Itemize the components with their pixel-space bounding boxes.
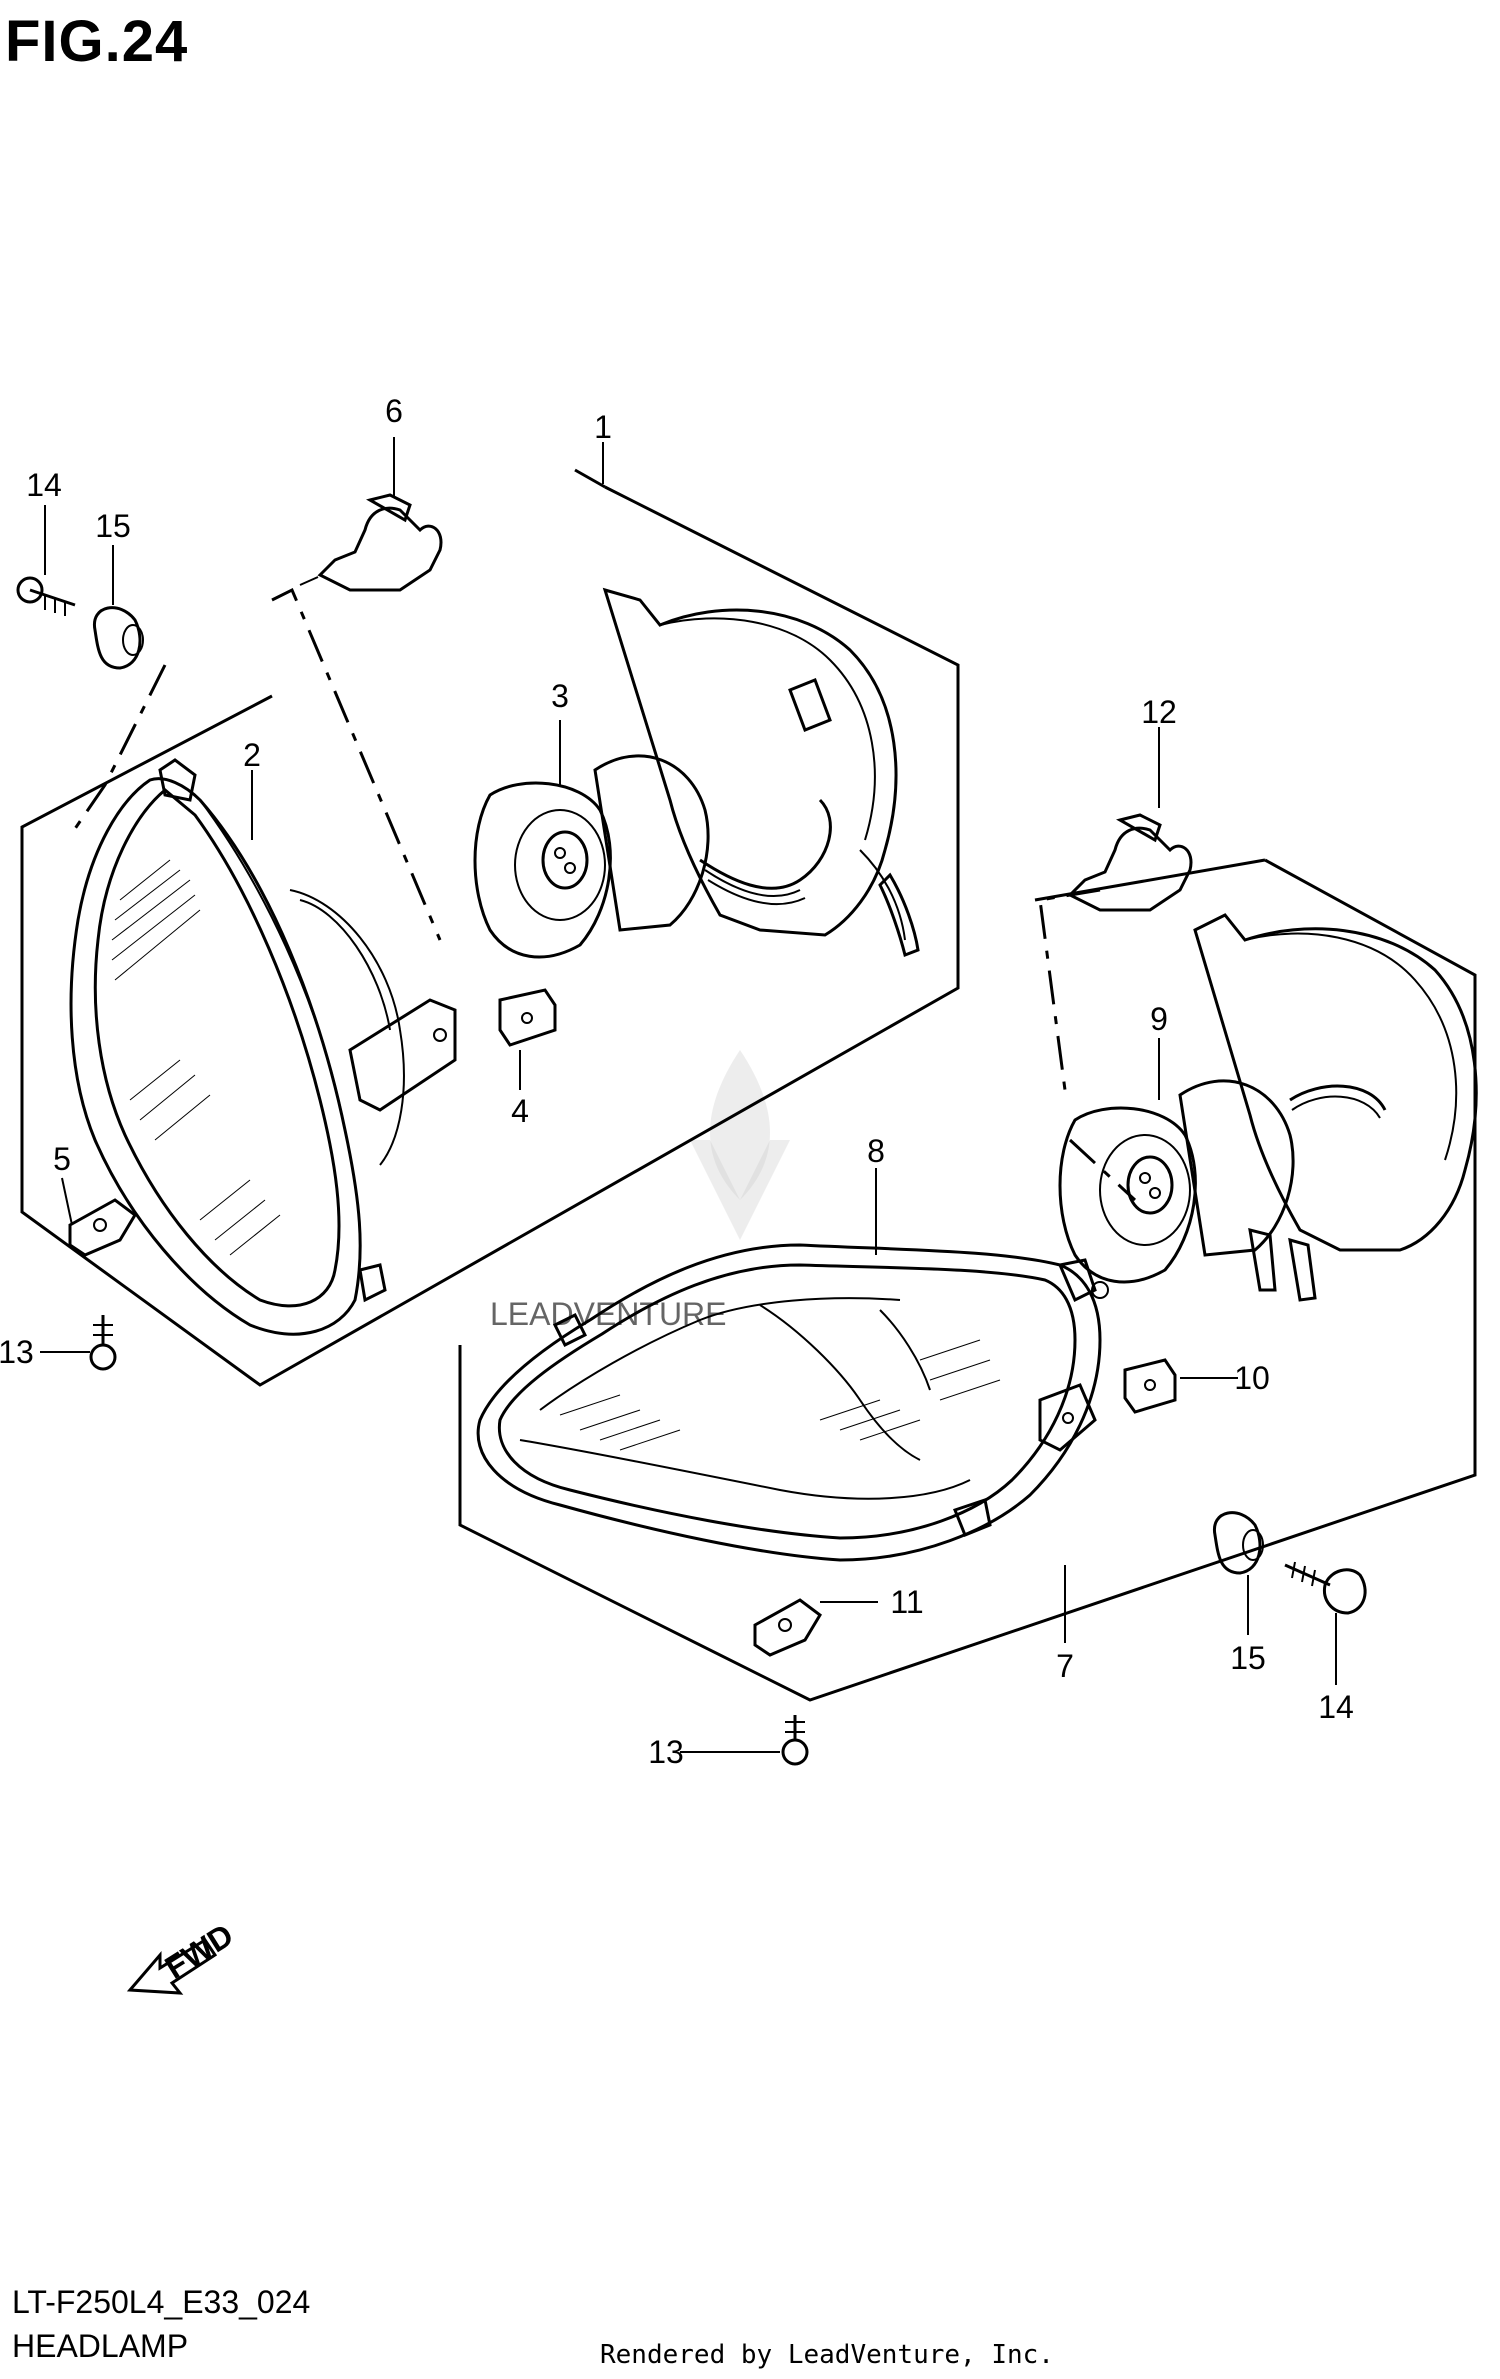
grommet-15-lower — [1213, 1511, 1264, 1575]
leader-lines — [40, 437, 1337, 1753]
callout-12: 12 — [1141, 694, 1177, 730]
fwd-label: FWD — [159, 1917, 240, 1986]
callout-1: 1 — [594, 409, 612, 445]
bulb-socket-ring-lower — [1193, 913, 1478, 1302]
bulb-upper — [299, 493, 443, 592]
callout-15-lower: 15 — [1230, 1640, 1266, 1676]
callout-14-lower: 14 — [1318, 1689, 1354, 1725]
callout-11: 11 — [890, 1584, 923, 1620]
callout-3: 3 — [551, 678, 569, 714]
headlamp-housing-upper — [69, 758, 457, 1336]
callout-4: 4 — [511, 1093, 529, 1129]
callout-13-lower: 13 — [648, 1734, 684, 1770]
figure-title: FIG.24 — [5, 9, 189, 74]
rendered-by: Rendered by LeadVenture, Inc. — [600, 2340, 1054, 2370]
bulb-lower — [1067, 813, 1193, 912]
callout-2: 2 — [243, 737, 261, 773]
fwd-arrow-icon: FWD — [126, 1917, 240, 1995]
callout-10: 10 — [1234, 1360, 1270, 1396]
clip-4 — [498, 988, 557, 1047]
model-code: LT-F250L4_E33_024 — [12, 2284, 311, 2320]
lower-headlamp-assembly — [458, 813, 1478, 1766]
upper-headlamp-assembly — [16, 468, 960, 1387]
bulb-socket-ring-upper — [602, 587, 920, 958]
callout-14-upper: 14 — [26, 467, 62, 503]
nut-11 — [753, 1598, 822, 1657]
socket-lower — [1058, 1079, 1387, 1284]
grommet-15-upper — [93, 606, 144, 670]
callout-13-upper: 13 — [0, 1334, 34, 1370]
screw-13-lower — [781, 1715, 809, 1766]
screw-14-upper — [16, 576, 76, 616]
watermark: LEADVENTURE — [490, 1050, 790, 1332]
callout-7: 7 — [1056, 1648, 1074, 1684]
section-name: HEADLAMP — [12, 2328, 189, 2364]
callout-5: 5 — [53, 1141, 71, 1177]
headlamp-housing-lower — [476, 1243, 1109, 1562]
nut-5 — [68, 1198, 137, 1257]
callouts: 1 2 3 4 5 6 14 15 13 12 9 8 10 11 7 15 1… — [0, 393, 1354, 1770]
socket-upper — [473, 754, 832, 959]
callout-15-upper: 15 — [95, 508, 131, 544]
screw-13-upper — [89, 1315, 117, 1371]
callout-8: 8 — [867, 1133, 885, 1169]
clip-10 — [1123, 1358, 1177, 1414]
screw-14-lower — [1284, 1561, 1367, 1615]
callout-9: 9 — [1150, 1001, 1168, 1037]
callout-6: 6 — [385, 393, 403, 429]
watermark-text: LEADVENTURE — [490, 1296, 727, 1332]
